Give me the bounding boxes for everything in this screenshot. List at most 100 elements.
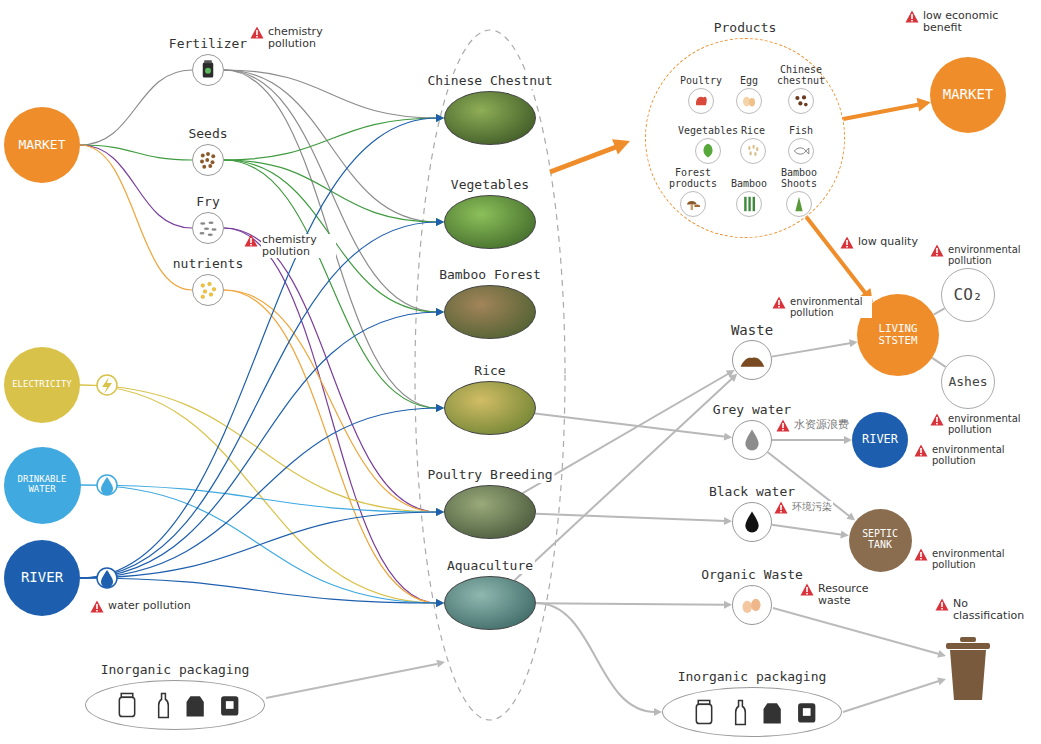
connector bbox=[80, 404, 444, 578]
node-body: RIVER bbox=[4, 540, 80, 616]
g-part bbox=[119, 693, 168, 717]
warning-text: low quality bbox=[857, 236, 919, 248]
icon-graphic bbox=[737, 192, 761, 216]
output-circle: Grey water bbox=[732, 420, 772, 460]
arrow-head bbox=[436, 114, 444, 122]
warning-note: 水资源浪费 bbox=[776, 419, 856, 432]
path-part bbox=[91, 601, 104, 613]
product-circle: Rice bbox=[740, 138, 766, 164]
connector bbox=[80, 385, 444, 607]
node-label: RIVER bbox=[21, 570, 63, 585]
ellipse-part bbox=[211, 228, 216, 230]
icon-graphic bbox=[86, 681, 264, 729]
icon-graphic bbox=[733, 586, 771, 624]
path-part bbox=[741, 358, 765, 367]
warning-icon bbox=[772, 296, 786, 309]
path-part bbox=[251, 27, 264, 39]
node-icon bbox=[86, 681, 264, 729]
connector-line bbox=[80, 222, 438, 578]
node-heading: Bamboo Forest bbox=[437, 268, 543, 283]
g-part bbox=[795, 95, 807, 106]
icon-graphic bbox=[787, 192, 811, 216]
arrow-head bbox=[436, 404, 444, 412]
connector-line bbox=[536, 514, 726, 521]
warning-icon bbox=[935, 598, 949, 611]
connector-line bbox=[843, 104, 920, 119]
ellipse-part bbox=[200, 222, 205, 224]
product-circle: Fish bbox=[788, 138, 814, 164]
node-heading: Poultry bbox=[678, 76, 724, 87]
arrow-head bbox=[436, 114, 444, 122]
connector-line bbox=[224, 290, 438, 512]
arrow-head bbox=[436, 599, 444, 607]
arrow-head bbox=[436, 599, 444, 607]
emission-circle: CO₂ bbox=[941, 268, 995, 322]
arrow-head bbox=[436, 218, 444, 226]
connector-line bbox=[224, 228, 438, 512]
river-circle: RIVER bbox=[852, 412, 908, 468]
connector-line bbox=[224, 228, 438, 603]
connector bbox=[772, 525, 849, 539]
node-label: DRINKABLE WATER bbox=[9, 475, 76, 495]
warning-icon bbox=[774, 501, 788, 514]
circle-part bbox=[205, 158, 209, 162]
circle-part bbox=[804, 103, 808, 107]
rect-part bbox=[696, 704, 711, 723]
connector-line bbox=[772, 439, 846, 441]
connector-line bbox=[80, 145, 192, 228]
connector bbox=[80, 145, 192, 160]
node-heading: Waste bbox=[729, 322, 775, 338]
connector bbox=[772, 436, 852, 444]
path-part bbox=[773, 297, 786, 309]
path-part bbox=[745, 430, 758, 451]
circle-part bbox=[201, 154, 205, 158]
path-part bbox=[745, 512, 758, 533]
ellipse-part bbox=[752, 145, 754, 149]
rect-part bbox=[920, 448, 922, 453]
warning-text: Resource waste bbox=[817, 583, 900, 607]
arrow-head bbox=[436, 404, 444, 412]
warning-icon bbox=[776, 419, 790, 432]
node-icon bbox=[737, 89, 761, 113]
path-part bbox=[703, 144, 712, 158]
connector-line bbox=[224, 70, 438, 118]
path-part bbox=[841, 237, 854, 249]
node-heading: Black water bbox=[707, 485, 797, 500]
node-body: ELECTRICITY bbox=[4, 347, 80, 423]
arrow-head bbox=[436, 114, 444, 122]
connector bbox=[81, 485, 445, 607]
connector-line bbox=[80, 145, 192, 160]
connector bbox=[224, 228, 444, 607]
path-part bbox=[931, 245, 944, 257]
connector bbox=[80, 114, 444, 578]
market-circle: MARKET bbox=[930, 57, 1006, 133]
connector bbox=[80, 145, 192, 228]
arrow-head bbox=[436, 599, 444, 607]
path-part bbox=[777, 420, 790, 432]
path-part bbox=[794, 148, 808, 154]
connector-line bbox=[224, 70, 438, 222]
arrow-head bbox=[436, 508, 444, 516]
flow-arrow-head bbox=[436, 660, 445, 668]
warning-note: environmental pollution bbox=[914, 548, 1014, 570]
connector-line bbox=[224, 118, 438, 160]
warning-icon bbox=[244, 234, 258, 247]
node-heading: nutrients bbox=[171, 257, 245, 272]
path-part bbox=[764, 703, 781, 723]
circle-part bbox=[211, 154, 215, 158]
node-icon bbox=[193, 213, 223, 243]
circle-part bbox=[201, 295, 205, 299]
source-circle: DRINKABLE WATER bbox=[4, 447, 81, 524]
connector-line bbox=[224, 160, 438, 312]
rect-part bbox=[798, 703, 815, 722]
node-heading: Forest products bbox=[660, 168, 726, 189]
warning-note: low economic benefit bbox=[905, 10, 1015, 34]
rect-part bbox=[691, 205, 693, 210]
node-heading: Poultry Breeding bbox=[425, 468, 554, 483]
connector-line bbox=[772, 343, 852, 357]
photo-ellipse: Chinese Chestnut bbox=[444, 91, 536, 145]
warning-note: environmental pollution bbox=[772, 296, 872, 318]
connector-line bbox=[934, 308, 945, 314]
arrow-head bbox=[724, 601, 732, 609]
warning-text: environmental pollution bbox=[931, 548, 1014, 570]
